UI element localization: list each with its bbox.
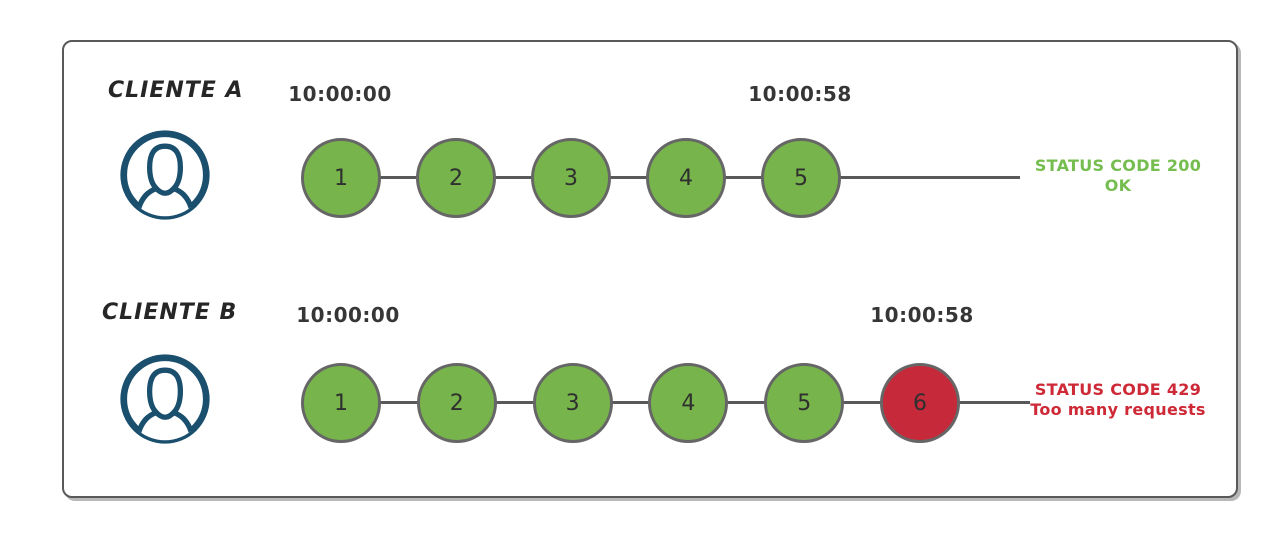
client-a-start-timestamp: 10:00:00 [288, 82, 392, 106]
request-circle: 6 [880, 363, 960, 443]
client-b-start-timestamp: 10:00:00 [296, 303, 400, 327]
status-code-text: STATUS CODE 200 [1034, 156, 1202, 175]
user-avatar-icon [120, 354, 210, 444]
status-detail-text: Too many requests [1030, 400, 1206, 419]
request-circle: 1 [301, 138, 381, 218]
client-b-status: STATUS CODE 429 Too many requests [1020, 380, 1216, 420]
request-circle: 3 [531, 138, 611, 218]
request-circle: 3 [532, 363, 613, 443]
client-a-label: CLIENTE A [108, 78, 244, 103]
container-box [62, 40, 1238, 498]
request-circle: 5 [761, 138, 841, 218]
client-b-label: CLIENTE B [102, 300, 238, 325]
user-avatar-icon [120, 130, 210, 220]
request-circle: 1 [301, 363, 381, 443]
status-detail-text: OK [1104, 176, 1132, 195]
client-a-end-timestamp: 10:00:58 [748, 82, 852, 106]
request-circle: 5 [764, 363, 845, 443]
request-circle: 2 [416, 363, 497, 443]
client-b-end-timestamp: 10:00:58 [870, 303, 974, 327]
status-code-text: STATUS CODE 429 [1034, 380, 1202, 399]
request-circle: 4 [648, 363, 729, 443]
client-a-status: STATUS CODE 200 OK [1020, 156, 1216, 196]
request-circle: 2 [416, 138, 496, 218]
request-circle: 4 [646, 138, 726, 218]
